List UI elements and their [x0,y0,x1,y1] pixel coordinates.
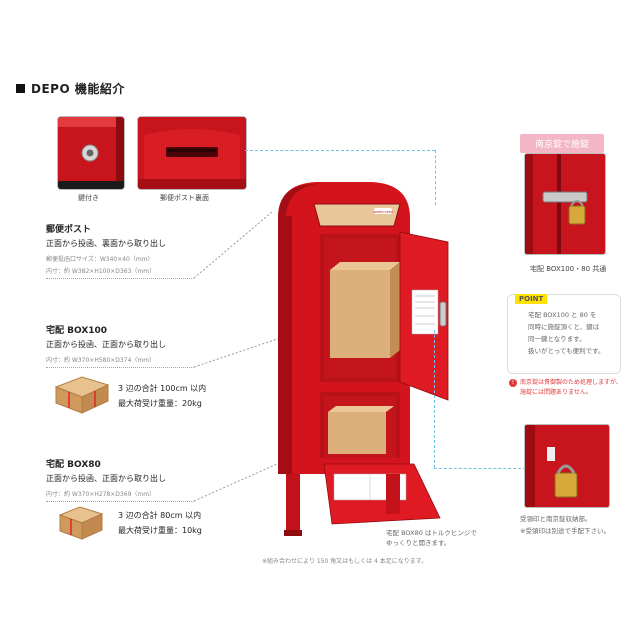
warning-line-1: 南京錠は貴御製のため処理しますが、 [520,379,622,386]
box80-inner-size: 内寸：約 W370×H278×D369（mm） [46,491,156,498]
post-sub: 正面から投函、裏面から取り出し [46,239,166,248]
title-text: DEPO 機能紹介 [31,82,125,96]
post-inner-size: 内寸：約 W382×H100×D363（mm） [46,268,156,275]
padlock-label: 南京錠で施錠 [520,134,604,153]
point-line-1: 宅配 BOX100 と 80 を [528,311,597,319]
point-box [507,294,621,374]
warning-icon: ! [509,379,517,387]
box100-spec-weight: 最大荷受け重量：20kg [118,399,202,408]
box80-spec-weight: 最大荷受け重量：10kg [118,526,202,535]
box80-underline [46,501,194,502]
connector-top-drop [435,150,436,205]
footnote: ※組み合わせにより 150 角又はもしくは 4 本足になります。 [262,558,428,565]
lock-thumbnail [57,116,125,190]
hinge-note-2: ゆっくりと開きます。 [386,539,451,547]
depo-mailbox-illustration: GREEN DEPO [278,182,449,536]
box100-sub: 正面から投函、正面から取り出し [46,340,166,349]
box80-sub: 正面から投函、正面から取り出し [46,474,166,483]
mail-slot-thumbnail [137,116,247,190]
warning-line-2: 施錠には問題ありません。 [520,389,592,396]
point-line-4: 扱いがとっても便利です。 [528,347,605,355]
point-line-3: 同一鍵となります。 [528,335,586,343]
post-underline [46,278,194,279]
post-heading: 郵便ポスト [46,225,92,235]
point-tag: POINT [515,294,548,304]
brand-plate: GREEN DEPO [373,210,393,214]
box80-spec-size: 3 辺の合計 80cm 以内 [118,511,202,520]
box100-spec-size: 3 辺の合計 100cm 以内 [118,384,207,393]
cardboard-box-icon [54,376,110,414]
small-cardboard-box-icon [58,506,104,540]
inner-lock-photo [524,424,610,508]
square-bullet-icon [16,84,25,93]
connector-right-bottom [434,468,526,469]
padlock-photo [524,153,606,255]
box100-inner-size: 内寸：約 W370×H580×D374（mm） [46,357,156,364]
post-leader-line [194,211,273,279]
box100-underline [46,367,194,368]
point-line-2: 同時に施錠頂くと、鍵は [528,323,600,331]
inner-caption-2: ※受領印は別途で手配下さい。 [520,527,610,535]
hinge-note-1: 宅配 BOX80 はトルクヒンジで [386,529,477,537]
inner-caption-1: 受領印と南京錠収納部。 [520,515,592,523]
connector-top [245,150,435,151]
post-slot-size: 郵便投函口サイズ：W340×40（mm） [46,256,154,263]
mail-slot-caption: 郵便ポスト裏面 [160,194,209,202]
box80-heading: 宅配 BOX80 [46,460,101,470]
page-title: DEPO 機能紹介 [16,80,125,97]
connector-right [434,330,435,468]
box100-heading: 宅配 BOX100 [46,326,108,336]
lock-caption: 鍵付き [78,194,99,202]
padlock-caption: 宅配 BOX100・80 共通 [530,265,607,273]
